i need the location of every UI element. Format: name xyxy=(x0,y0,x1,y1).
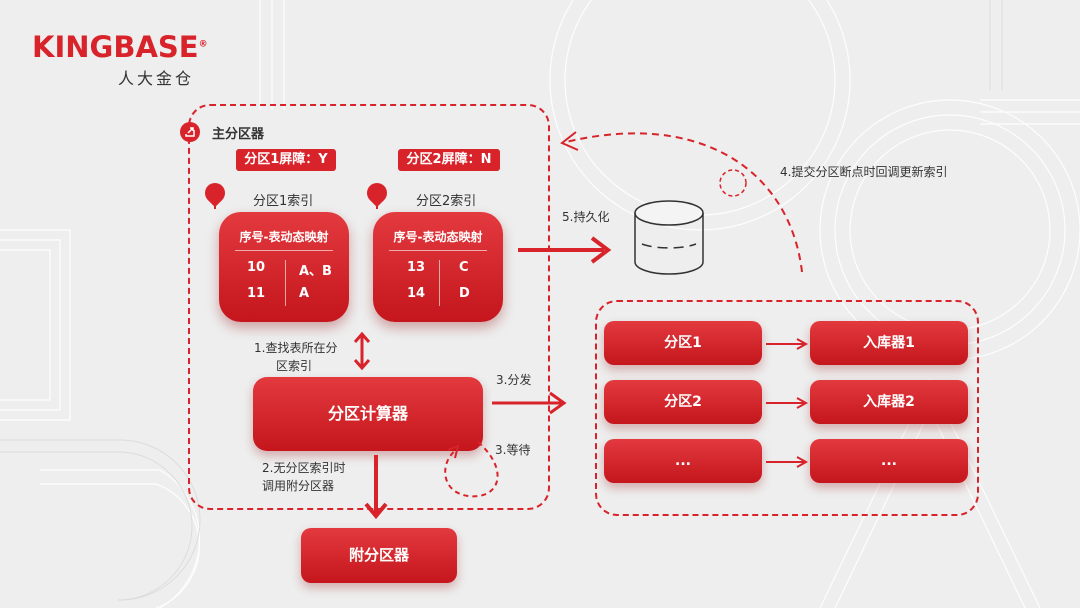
pipeline-region xyxy=(595,300,979,516)
persist-arrow xyxy=(518,236,612,264)
partition-2-box[interactable]: 分区2 xyxy=(604,380,762,424)
partition-more-box[interactable]: ... xyxy=(604,439,762,483)
lookup-double-arrow xyxy=(353,331,371,371)
aux-partitioner-box[interactable]: 附分区器 xyxy=(301,528,457,583)
index-card-header: 序号-表动态映射 xyxy=(239,230,329,244)
partition1-index-title: 分区1索引 xyxy=(253,194,314,209)
index-seq: 13 xyxy=(407,260,426,275)
partition2-barrier-tag: 分区2屏障：N xyxy=(398,149,500,171)
dispatch-arrow xyxy=(492,391,567,415)
step-persist-label: 5.持久化 xyxy=(562,210,610,224)
index-card-header: 序号-表动态映射 xyxy=(393,230,483,244)
index-seq: 10 xyxy=(247,260,266,275)
index-tables: D xyxy=(459,286,470,301)
step-commit-label: 4.提交分区断点时回调更新索引 xyxy=(780,165,948,179)
partition2-index-card: 序号-表动态映射 13 C 14 D xyxy=(373,212,503,322)
partition-1-box[interactable]: 分区1 xyxy=(604,321,762,365)
brand-subtitle: 人大金仓 xyxy=(118,69,195,88)
partition1-index-card: 序号-表动态映射 10 A、B 11 A xyxy=(219,212,349,322)
index-tables: A、B xyxy=(299,264,332,279)
step-no-index-label: 2.无分区索引时 调用附分区器 xyxy=(262,461,346,493)
index-seq: 11 xyxy=(247,286,266,301)
partition-calculator-box[interactable]: 分区计算器 xyxy=(253,377,483,451)
share-icon xyxy=(180,122,200,142)
step-wait-label: 3.等待 xyxy=(495,443,531,457)
location-pin-icon xyxy=(200,178,230,211)
step-lookup-label: 1.查找表所在分 区索引 xyxy=(254,341,338,373)
partition1-barrier-tag: 分区1屏障：Y xyxy=(236,149,336,171)
loader-more-box[interactable]: ... xyxy=(810,439,968,483)
divider xyxy=(235,250,333,251)
main-partitioner-title: 主分区器 xyxy=(212,127,265,142)
index-tables: C xyxy=(459,260,469,275)
partition2-index-title: 分区2索引 xyxy=(416,194,477,209)
step-dispatch-label: 3.分发 xyxy=(496,373,532,387)
database-icon xyxy=(634,200,704,275)
wait-loop-arrow xyxy=(444,441,499,498)
divider xyxy=(389,250,487,251)
index-seq: 14 xyxy=(407,286,426,301)
divider xyxy=(439,260,440,306)
loader-2-box[interactable]: 入库器2 xyxy=(810,380,968,424)
loader-1-box[interactable]: 入库器1 xyxy=(810,321,968,365)
divider xyxy=(285,260,286,306)
index-tables: A xyxy=(299,286,310,301)
brand-logo: KINGBASE® xyxy=(32,30,208,64)
document-pin-icon xyxy=(362,178,392,211)
commit-arrow xyxy=(565,132,803,273)
no-index-arrow xyxy=(364,455,388,520)
